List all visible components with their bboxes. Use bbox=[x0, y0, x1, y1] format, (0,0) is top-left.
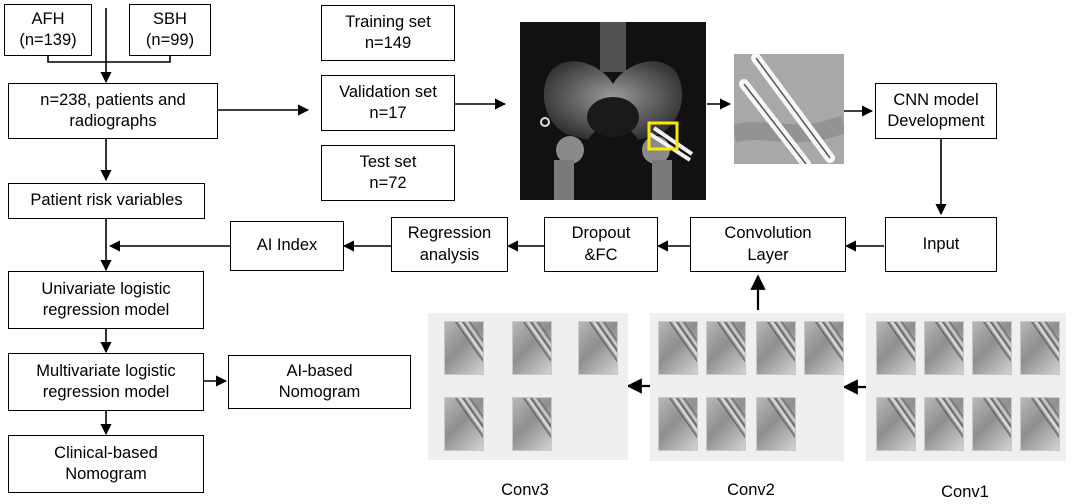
ai-index-box: AI Index bbox=[230, 221, 344, 271]
zoomed-screws-image bbox=[734, 54, 844, 164]
feature-map bbox=[658, 321, 698, 375]
dropout-fc-box: Dropout &FC bbox=[544, 217, 658, 272]
regression-analysis-box: Regression analysis bbox=[391, 217, 508, 272]
clinical-nomogram-box: Clinical-based Nomogram bbox=[8, 435, 204, 493]
validation-set-box: Validation set n=17 bbox=[321, 75, 455, 131]
sbh-box: SBH (n=99) bbox=[129, 4, 211, 56]
feature-map bbox=[444, 321, 484, 375]
feature-map bbox=[804, 321, 844, 375]
feature-map bbox=[972, 397, 1012, 451]
input-box: Input bbox=[885, 217, 997, 272]
feature-map bbox=[444, 397, 484, 451]
cnn-development-box: CNN model Development bbox=[875, 83, 997, 139]
pelvis-radiograph-drawing bbox=[520, 22, 706, 200]
feature-map bbox=[658, 397, 698, 451]
feature-map bbox=[706, 397, 746, 451]
feature-map bbox=[512, 321, 552, 375]
feature-map bbox=[924, 397, 964, 451]
conv2-label: Conv2 bbox=[727, 481, 775, 499]
convolution-layer-box: Convolution Layer bbox=[690, 217, 846, 272]
feature-map bbox=[876, 321, 916, 375]
feature-map bbox=[876, 397, 916, 451]
conv3-panel bbox=[428, 313, 628, 460]
afh-box: AFH (n=139) bbox=[4, 4, 92, 56]
training-set-box: Training set n=149 bbox=[321, 5, 455, 61]
feature-map bbox=[756, 397, 796, 451]
conv1-label: Conv1 bbox=[941, 483, 989, 501]
univariate-box: Univariate logistic regression model bbox=[8, 271, 204, 329]
feature-map bbox=[706, 321, 746, 375]
feature-map bbox=[578, 321, 618, 375]
roi-highlight bbox=[647, 121, 679, 151]
feature-map bbox=[1020, 321, 1060, 375]
multivariate-box: Multivariate logistic regression model bbox=[8, 353, 204, 411]
conv3-label: Conv3 bbox=[501, 481, 549, 499]
feature-map bbox=[512, 397, 552, 451]
feature-map bbox=[972, 321, 1012, 375]
test-set-box: Test set n=72 bbox=[321, 145, 455, 201]
risk-variables-box: Patient risk variables bbox=[8, 183, 205, 219]
feature-map bbox=[1020, 397, 1060, 451]
zoomed-screws-drawing bbox=[734, 54, 844, 164]
feature-map bbox=[756, 321, 796, 375]
pelvis-radiograph bbox=[520, 22, 706, 200]
conv2-panel bbox=[650, 313, 844, 461]
ai-nomogram-box: AI-based Nomogram bbox=[228, 355, 411, 409]
feature-map bbox=[924, 321, 964, 375]
total-cohort-box: n=238, patients and radiographs bbox=[8, 83, 218, 139]
conv1-panel bbox=[866, 313, 1066, 461]
